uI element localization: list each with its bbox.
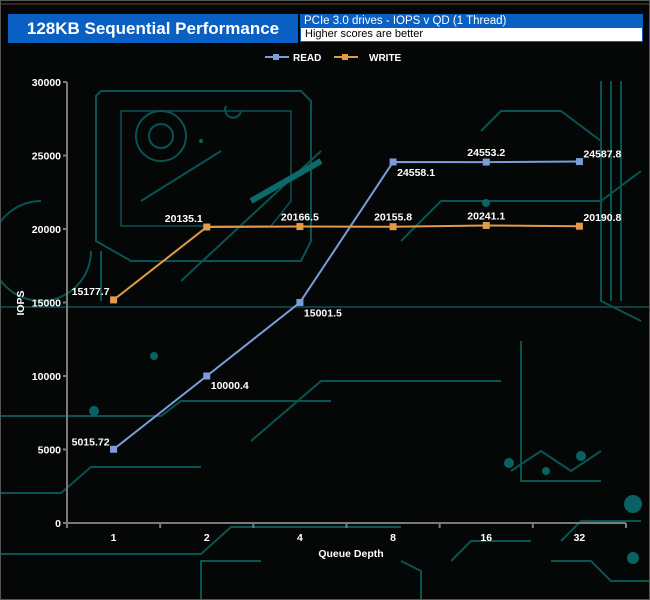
data-point-write[interactable] xyxy=(296,223,304,231)
data-label-read: 24587.8 xyxy=(583,149,621,161)
subtitle-box: PCIe 3.0 drives - IOPS v QD (1 Thread) H… xyxy=(300,14,643,43)
x-tick-label: 2 xyxy=(204,532,210,544)
series-write: 15177.7 20135.1 20166.5 20155.8 20241.1 20190… xyxy=(72,210,622,304)
data-point-read[interactable] xyxy=(296,298,304,306)
legend-read-label: READ xyxy=(293,53,321,64)
x-axis-ticks: 1 2 4 8 16 32 xyxy=(66,523,627,544)
data-label-write: 20241.1 xyxy=(467,210,505,222)
y-tick-label: 15000 xyxy=(32,298,61,310)
data-label-read: 10000.4 xyxy=(211,380,249,392)
x-tick-label: 32 xyxy=(574,532,586,544)
data-point-read[interactable] xyxy=(575,158,583,166)
chart-subtitle: PCIe 3.0 drives - IOPS v QD (1 Thread) xyxy=(300,14,643,28)
y-tick-label: 5000 xyxy=(38,445,62,457)
legend-item-write[interactable]: WRITE xyxy=(334,53,402,64)
data-point-write[interactable] xyxy=(482,221,490,229)
legend-write-marker xyxy=(342,54,348,60)
data-point-read[interactable] xyxy=(482,158,490,166)
data-label-write: 20135.1 xyxy=(165,213,203,225)
data-label-read: 15001.5 xyxy=(304,307,342,319)
chart-title: 128KB Sequential Performance xyxy=(8,14,298,44)
data-point-write[interactable] xyxy=(575,222,583,230)
series-read: 5015.72 10000.4 15001.5 24558.1 24553.2 24587… xyxy=(72,147,622,453)
chart-note: Higher scores are better xyxy=(300,28,643,42)
data-point-write[interactable] xyxy=(203,223,211,231)
data-point-read[interactable] xyxy=(389,158,397,166)
legend-read-marker xyxy=(273,54,279,60)
data-label-write: 15177.7 xyxy=(72,286,110,298)
data-label-write: 20155.8 xyxy=(374,212,412,224)
series-line-read xyxy=(112,160,580,451)
y-tick-label: 20000 xyxy=(32,224,61,236)
legend-item-read[interactable]: READ xyxy=(265,53,321,64)
x-tick-label: 4 xyxy=(297,532,303,544)
x-tick-label: 16 xyxy=(480,532,492,544)
data-label-read: 5015.72 xyxy=(72,436,110,448)
data-point-read[interactable] xyxy=(203,372,211,380)
x-axis-title: Queue Depth xyxy=(318,548,383,560)
y-axis-ticks: 0 5000 10000 15000 20000 25000 30000 xyxy=(32,77,67,530)
y-tick-label: 25000 xyxy=(32,151,61,163)
data-label-write: 20166.5 xyxy=(281,212,319,224)
y-axis-title: IOPS xyxy=(15,290,27,315)
legend: READ WRITE xyxy=(265,53,402,64)
y-tick-label: 30000 xyxy=(32,77,61,89)
legend-write-label: WRITE xyxy=(369,53,402,64)
data-label-read: 24558.1 xyxy=(397,167,435,179)
data-point-write[interactable] xyxy=(389,223,397,231)
x-tick-label: 8 xyxy=(390,532,396,544)
data-point-write[interactable] xyxy=(110,296,118,304)
y-tick-label: 0 xyxy=(55,518,61,530)
series-group: 5015.72 10000.4 15001.5 24558.1 24553.2 24587… xyxy=(72,147,622,453)
data-point-read[interactable] xyxy=(110,445,118,453)
axes xyxy=(66,82,626,524)
data-label-write: 20190.8 xyxy=(583,212,621,224)
series-line-write xyxy=(112,224,580,301)
data-label-read: 24553.2 xyxy=(467,147,505,159)
y-tick-label: 10000 xyxy=(32,371,61,383)
x-tick-label: 1 xyxy=(111,532,117,544)
